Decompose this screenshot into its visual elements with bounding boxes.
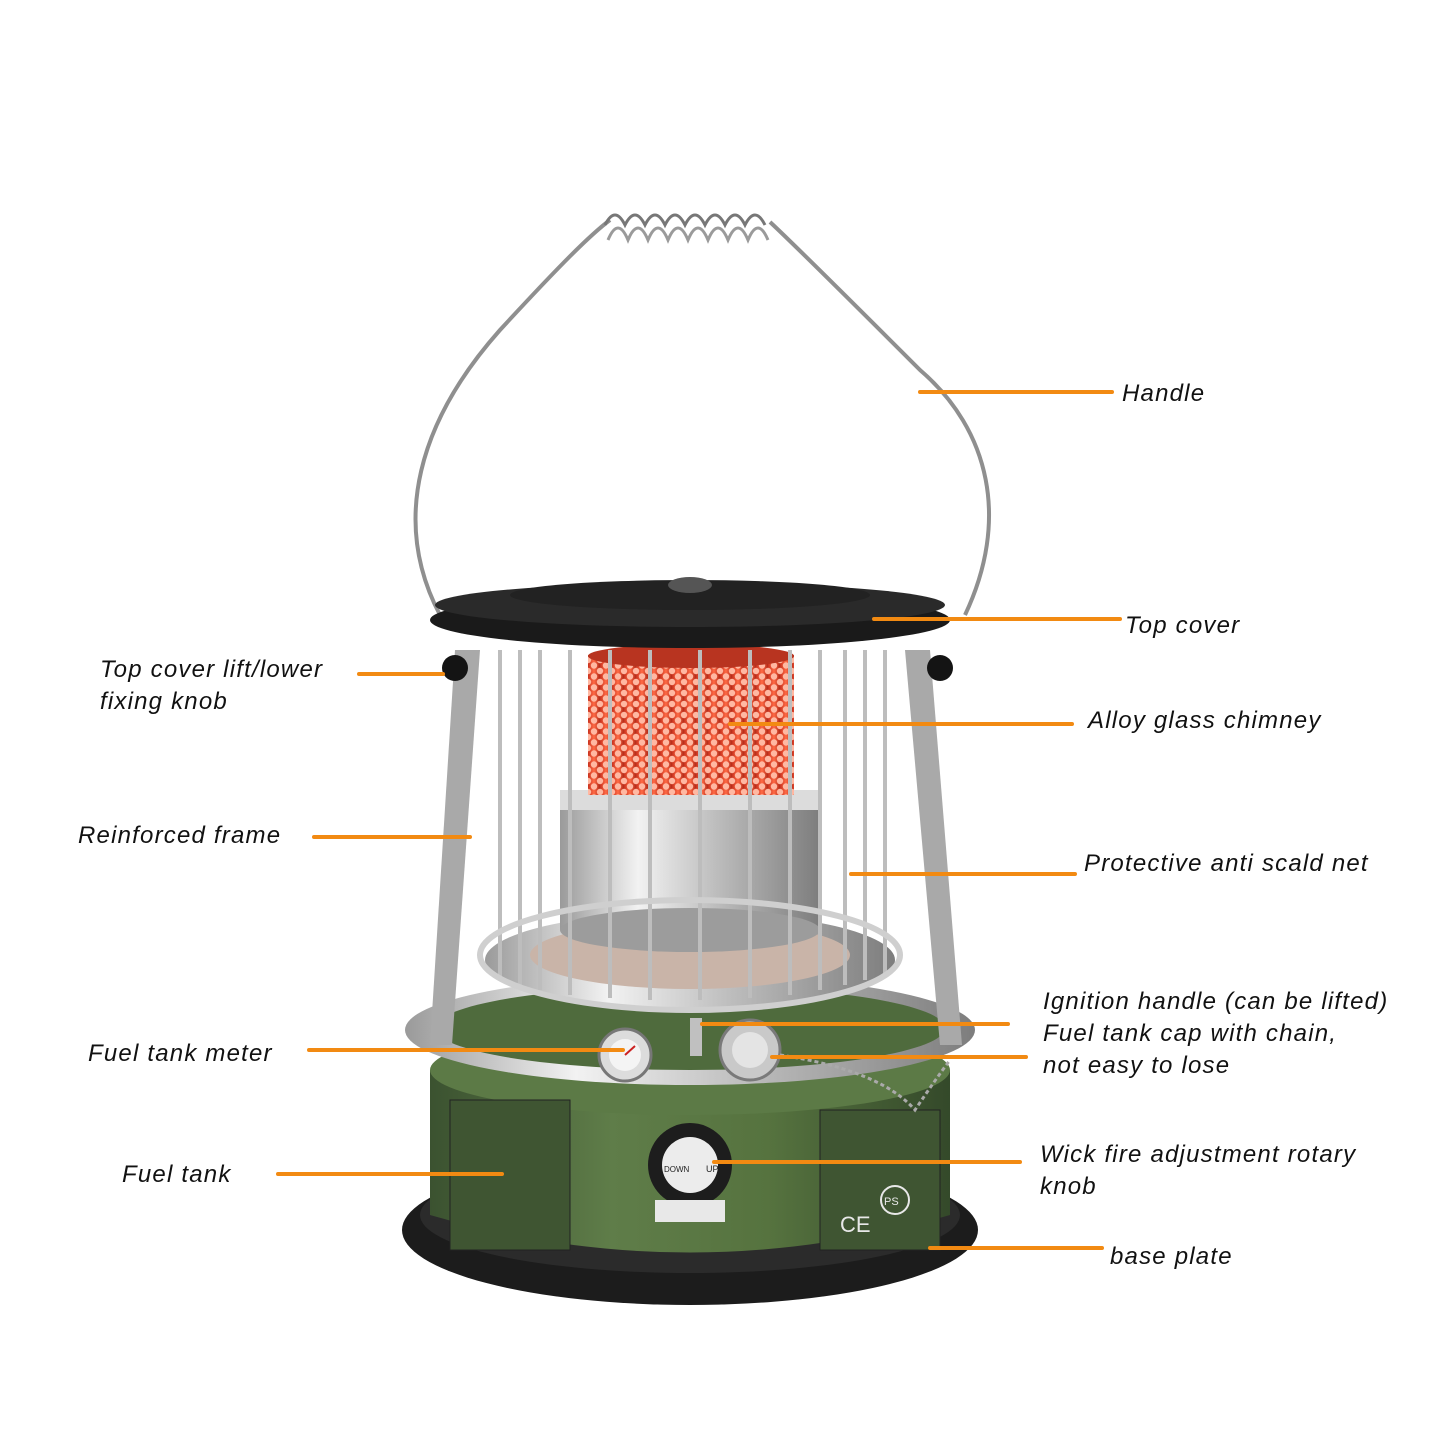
leader-anti-scald-net	[849, 872, 1077, 876]
label-frame: Reinforced frame	[78, 822, 282, 849]
handle	[413, 213, 991, 616]
label-top-cover-knob-line1: Top cover lift/lower	[100, 656, 324, 683]
knob-down-text: DOWN	[664, 1165, 690, 1174]
ignition-handle	[690, 1018, 702, 1056]
label-base-plate: base plate	[1110, 1243, 1233, 1270]
label-ignition-handle: Ignition handle (can be lifted)	[1043, 988, 1389, 1015]
top-cover	[430, 577, 950, 648]
label-fuel-cap-line1: Fuel tank cap with chain,	[1043, 1020, 1338, 1047]
label-top-cover-knob-line2: fixing knob	[100, 688, 228, 715]
label-anti-scald-net: Protective anti scald net	[1084, 850, 1369, 877]
label-fuel-meter: Fuel tank meter	[88, 1040, 273, 1067]
label-top-cover: Top cover	[1125, 612, 1241, 639]
leader-ignition-handle	[700, 1022, 1010, 1026]
leader-wick-knob	[712, 1160, 1022, 1164]
leader-top-cover	[872, 617, 1122, 621]
leader-frame	[312, 835, 472, 839]
reinforced-frame	[430, 650, 962, 1045]
top-cover-fixing-knob-right	[927, 655, 953, 681]
ce-mark: CE	[840, 1212, 871, 1237]
leader-fuel-meter	[307, 1048, 625, 1052]
label-wick-knob-line1: Wick fire adjustment rotary	[1040, 1141, 1357, 1168]
leader-chimney	[728, 722, 1074, 726]
label-chimney: Alloy glass chimney	[1088, 707, 1322, 734]
leader-top-cover-knob	[357, 672, 445, 676]
anti-scald-net	[498, 650, 887, 1000]
ps-mark: PS	[884, 1196, 899, 1208]
label-fuel-cap-line2: not easy to lose	[1043, 1052, 1231, 1079]
label-handle: Handle	[1122, 380, 1206, 407]
leader-fuel-tank	[276, 1172, 504, 1176]
leader-handle	[918, 390, 1114, 394]
top-cover-fixing-knob-left	[442, 655, 468, 681]
knob-up-text: UP	[706, 1164, 719, 1174]
leader-fuel-cap	[770, 1055, 1028, 1059]
leader-base-plate	[928, 1246, 1104, 1250]
label-wick-knob-line2: knob	[1040, 1173, 1097, 1200]
label-fuel-tank: Fuel tank	[122, 1161, 232, 1188]
wick-knob: UP DOWN	[648, 1123, 732, 1222]
